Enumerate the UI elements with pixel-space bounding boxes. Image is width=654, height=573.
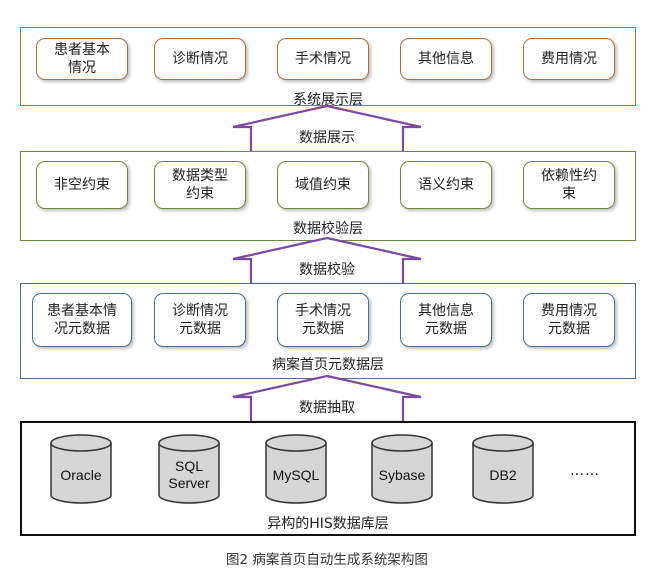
arrow-label: 数据抽取 [299,400,355,416]
database-icon [472,434,534,504]
database-icon [371,434,433,504]
database-label: Oracle [60,466,102,483]
metadata-item-other-info: 其他信息 元数据 [400,293,492,347]
metadata-item-surgery: 手术情况 元数据 [277,293,369,347]
database-label: Sybase [378,466,426,483]
display-item-patient-info: 患者基本 情况 [36,38,128,80]
database-label: DB2 [489,466,517,483]
arrow-label: 数据展示 [299,130,355,146]
his-database-layer: Oracle SQL Server MySQL Sybase DB2 …… 异构… [20,421,636,536]
database-icon [158,434,220,504]
layer-title: 病案首页元数据层 [272,357,384,373]
metadata-layer: 患者基本情 况元数据 诊断情况 元数据 手术情况 元数据 其他信息 元数据 费用… [20,283,636,379]
database-label: SQL Server [168,458,210,491]
metadata-item-patient-info: 患者基本情 况元数据 [32,293,132,347]
display-item-surgery: 手术情况 [277,38,369,80]
metadata-item-cost: 费用情况 元数据 [523,293,615,347]
up-arrow-data-validation: 数据校验 [232,236,422,286]
data-validation-layer: 非空约束 数据类型 约束 域值约束 语义约束 依赖性约 束 数据校验层 [20,151,636,241]
validation-item-semantic: 语义约束 [400,161,492,209]
database-label: MySQL [272,466,320,483]
arrow-label: 数据校验 [299,261,355,278]
database-sybase: Sybase [369,433,435,505]
display-item-diagnosis: 诊断情况 [154,38,246,80]
up-arrow-data-display: 数据展示 [232,104,422,154]
database-icon [265,434,327,504]
display-item-cost: 费用情况 [523,38,615,80]
database-mysql: MySQL [263,433,329,505]
database-icon [50,434,112,504]
validation-item-not-null: 非空约束 [36,161,128,209]
database-sql-server: SQL Server [156,433,222,505]
database-oracle: Oracle [48,433,114,505]
layer-title: 异构的HIS数据库层 [267,516,389,532]
layer-title: 数据校验层 [293,221,363,237]
figure-caption: 图2 病案首页自动生成系统架构图 [226,552,428,568]
system-display-layer: 患者基本 情况 诊断情况 手术情况 其他信息 费用情况 系统展示层 [20,27,636,108]
more-databases-ellipsis: …… [570,463,600,479]
display-item-other-info: 其他信息 [400,38,492,80]
validation-item-data-type: 数据类型 约束 [154,161,246,209]
metadata-item-diagnosis: 诊断情况 元数据 [154,293,246,347]
database-db2: DB2 [470,433,536,505]
layer-title: 系统展示层 [293,92,363,108]
validation-item-dependency: 依赖性约 束 [523,161,615,209]
validation-item-domain: 域值约束 [277,161,369,209]
up-arrow-data-extraction: 数据抽取 [232,374,422,424]
